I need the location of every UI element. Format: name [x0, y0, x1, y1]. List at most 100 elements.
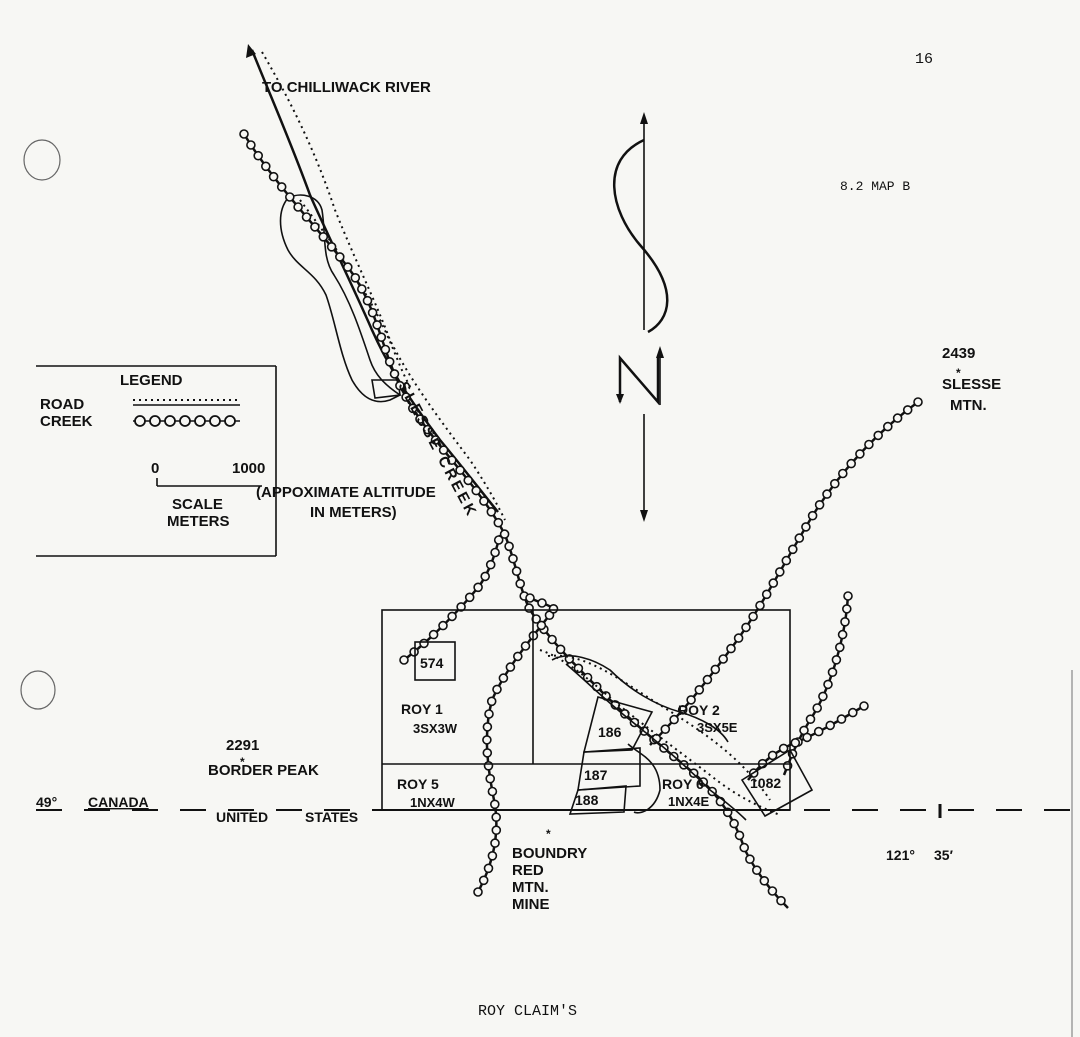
creek-circle [483, 863, 494, 874]
creek-circle [525, 593, 535, 603]
border-peak-name: BORDER PEAK [208, 762, 319, 779]
creek-circle [805, 714, 816, 725]
road-outline-2 [565, 663, 747, 821]
slesse-name-2: MTN. [950, 397, 987, 414]
creek-circle [702, 674, 713, 685]
creek-circle [301, 212, 312, 222]
slesse-altitude: 2439 [942, 345, 975, 362]
creek-circle [253, 150, 264, 161]
creek-circle [482, 735, 492, 745]
creek-circle [537, 598, 547, 608]
creek-circle [239, 129, 249, 139]
creek-circle [372, 320, 382, 330]
legend-road-label: ROAD [40, 396, 84, 413]
creek-circle [669, 714, 679, 725]
creek-circle [547, 634, 557, 645]
road-outline [551, 655, 729, 743]
canada-label: CANADA [88, 794, 149, 810]
creek-circle [818, 691, 828, 702]
creek-circle [843, 591, 853, 601]
binder-hole-bottom [20, 670, 56, 710]
asterisk-peak-icon: * [240, 755, 245, 769]
legend-creek-label: CREEK [40, 413, 93, 430]
creek-circle [490, 838, 500, 848]
creek-circle [499, 529, 510, 539]
legend-creek-circle [134, 415, 146, 427]
slesse-name-1: SLESSE [942, 376, 1001, 393]
creek-circle [504, 541, 514, 552]
creek-circle [486, 696, 497, 707]
tributary-east-1 [782, 595, 850, 776]
altitude-note-1: (APPOXIMATE ALTITUDE [256, 484, 436, 501]
claim-roy5-code: 1NX4W [410, 795, 456, 810]
creek-circle [512, 651, 523, 662]
creek-circle [734, 830, 745, 841]
creek-circle [790, 737, 801, 748]
creek-circle [801, 522, 811, 532]
creek-circle [841, 604, 852, 614]
creek-circle [511, 566, 522, 577]
road-to-river [246, 44, 506, 521]
claim-roy1-code: 3SX3W [413, 721, 458, 736]
longitude-deg: 121° [886, 847, 915, 863]
creek-circle [362, 295, 373, 306]
creek-circle [246, 140, 256, 150]
river-outline-mid [371, 379, 401, 399]
creek-circle [515, 578, 526, 589]
creek-circle [356, 284, 367, 294]
creek-circle [759, 875, 770, 886]
creek-circle [892, 413, 903, 423]
claim-roy5-name: ROY 5 [397, 776, 439, 792]
legend [36, 365, 277, 557]
creek-circle [380, 344, 391, 355]
creek-circle [493, 517, 504, 528]
creek-circle [855, 449, 865, 459]
creek-circle [573, 663, 584, 674]
creek-circle [284, 192, 295, 202]
creek-circle [776, 895, 786, 906]
creek-circle [660, 724, 671, 735]
creek-circle [491, 812, 502, 823]
lot-187-box [577, 747, 641, 791]
creek-circle [524, 603, 534, 613]
creek-circle [778, 743, 789, 754]
creek-circle [399, 655, 409, 665]
creek-circle [859, 701, 869, 711]
river-outline [279, 194, 402, 403]
small-outcrop [627, 743, 661, 814]
scale-end: 1000 [232, 460, 265, 477]
creek-circle [473, 887, 483, 897]
creek-circle [814, 499, 825, 510]
creek-circle [498, 673, 509, 683]
creek-circle [482, 748, 493, 758]
creek-circle [748, 611, 758, 622]
creek-circle [774, 567, 785, 577]
creek-circle [463, 475, 474, 486]
creek-circle [751, 865, 762, 876]
creek-circle [802, 732, 812, 743]
page-number: 16 [915, 51, 933, 68]
creek-circle [726, 643, 736, 654]
creek-circle [836, 714, 847, 724]
creek-circle [834, 642, 845, 653]
creek-circle [478, 875, 489, 886]
creek-circle [840, 616, 850, 627]
creek-circle [455, 465, 465, 476]
creek-circle [471, 485, 482, 496]
creek-circle [407, 403, 418, 414]
creek-circle [485, 773, 496, 784]
creek-circle [490, 547, 500, 558]
lot-186-box [582, 696, 654, 753]
creek-circle [486, 506, 497, 517]
latitude-label: 49° [36, 794, 57, 810]
legend-title: LEGEND [120, 372, 183, 389]
lot-1082: 1082 [750, 775, 781, 791]
creek-circle [419, 638, 429, 649]
scale-label-2: METERS [167, 513, 230, 530]
creek-circle [260, 161, 271, 172]
creek-circle [310, 222, 320, 232]
us-label-2: STATES [305, 809, 358, 825]
us-label-1: UNITED [216, 809, 268, 825]
creek-circle [827, 667, 838, 678]
